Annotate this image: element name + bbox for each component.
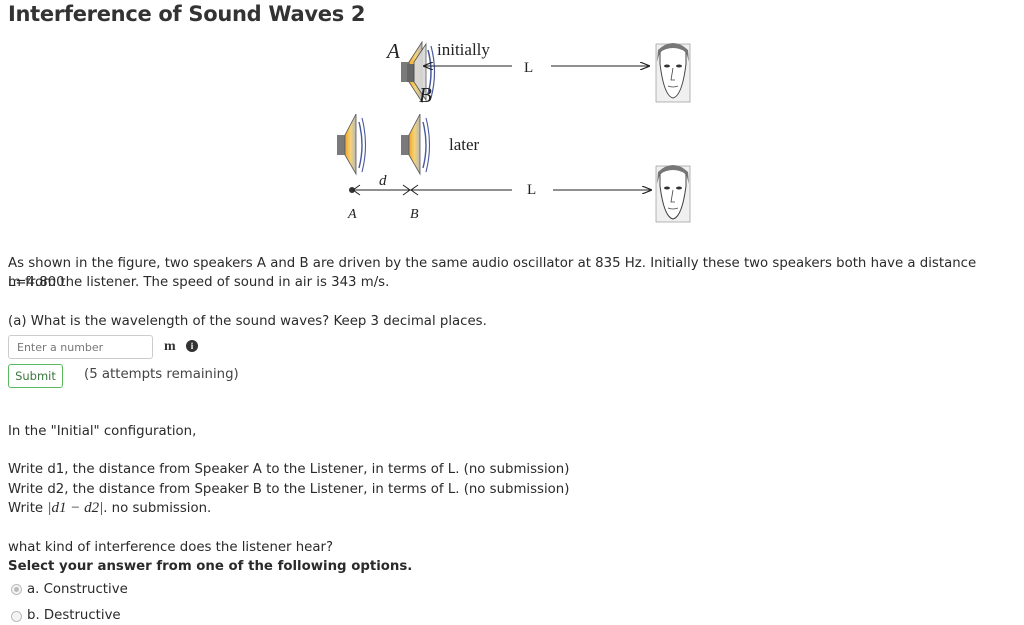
wavelength-input[interactable]: Enter a number [8,335,153,359]
option-b-radio[interactable] [11,611,22,622]
label-a-top: A [385,39,400,63]
label-a-bottom: A [347,207,357,222]
write-d2-text: Write d2, the distance from Speaker B to… [8,482,570,497]
listener-face-top-icon [655,43,691,103]
listener-face-bottom-icon [655,165,691,223]
label-initially: initially [437,40,490,59]
difference-formula: |d1 − d2| [47,500,104,516]
write-prefix: Write [8,501,48,516]
label-b-top: B [419,83,432,107]
select-prompt: Select your answer from one of the follo… [8,559,413,574]
page-title: Interference of Sound Waves 2 [8,2,366,26]
intro-line-2: m from the listener. The speed of sound … [8,275,390,290]
speaker-diagram: A B initially L later d L A B [337,39,691,223]
option-a-label[interactable]: a. Constructive [27,582,128,597]
option-b-label[interactable]: b. Destructive [27,608,121,623]
write-difference-text: Write |d1 − d2|. no submission. [8,499,211,518]
point-a [349,187,355,193]
attempts-remaining: (5 attempts remaining) [84,367,239,382]
submit-button[interactable]: Submit [8,364,63,388]
speaker-a-later-icon [337,113,367,176]
speaker-b-initial-icon [407,42,436,102]
intro-line-1: As shown in the figure, two speakers A a… [8,256,977,290]
label-d: d [379,173,387,189]
label-b-bottom: B [410,207,419,222]
unit-label: m [164,339,176,354]
write-d1-text: Write d1, the distance from Speaker A to… [8,462,570,477]
interference-question: what kind of interference does the liste… [8,540,334,555]
speaker-b-later-icon [401,113,431,176]
label-l-bottom: L [527,182,536,198]
write-suffix: . no submission. [103,501,212,516]
label-later: later [449,135,480,154]
label-l-top: L [524,60,533,76]
info-icon[interactable]: i [186,340,198,352]
option-a-radio[interactable] [11,584,22,595]
part-a-question: (a) What is the wavelength of the sound … [8,314,487,329]
initial-config-text: In the "Initial" configuration, [8,424,197,439]
